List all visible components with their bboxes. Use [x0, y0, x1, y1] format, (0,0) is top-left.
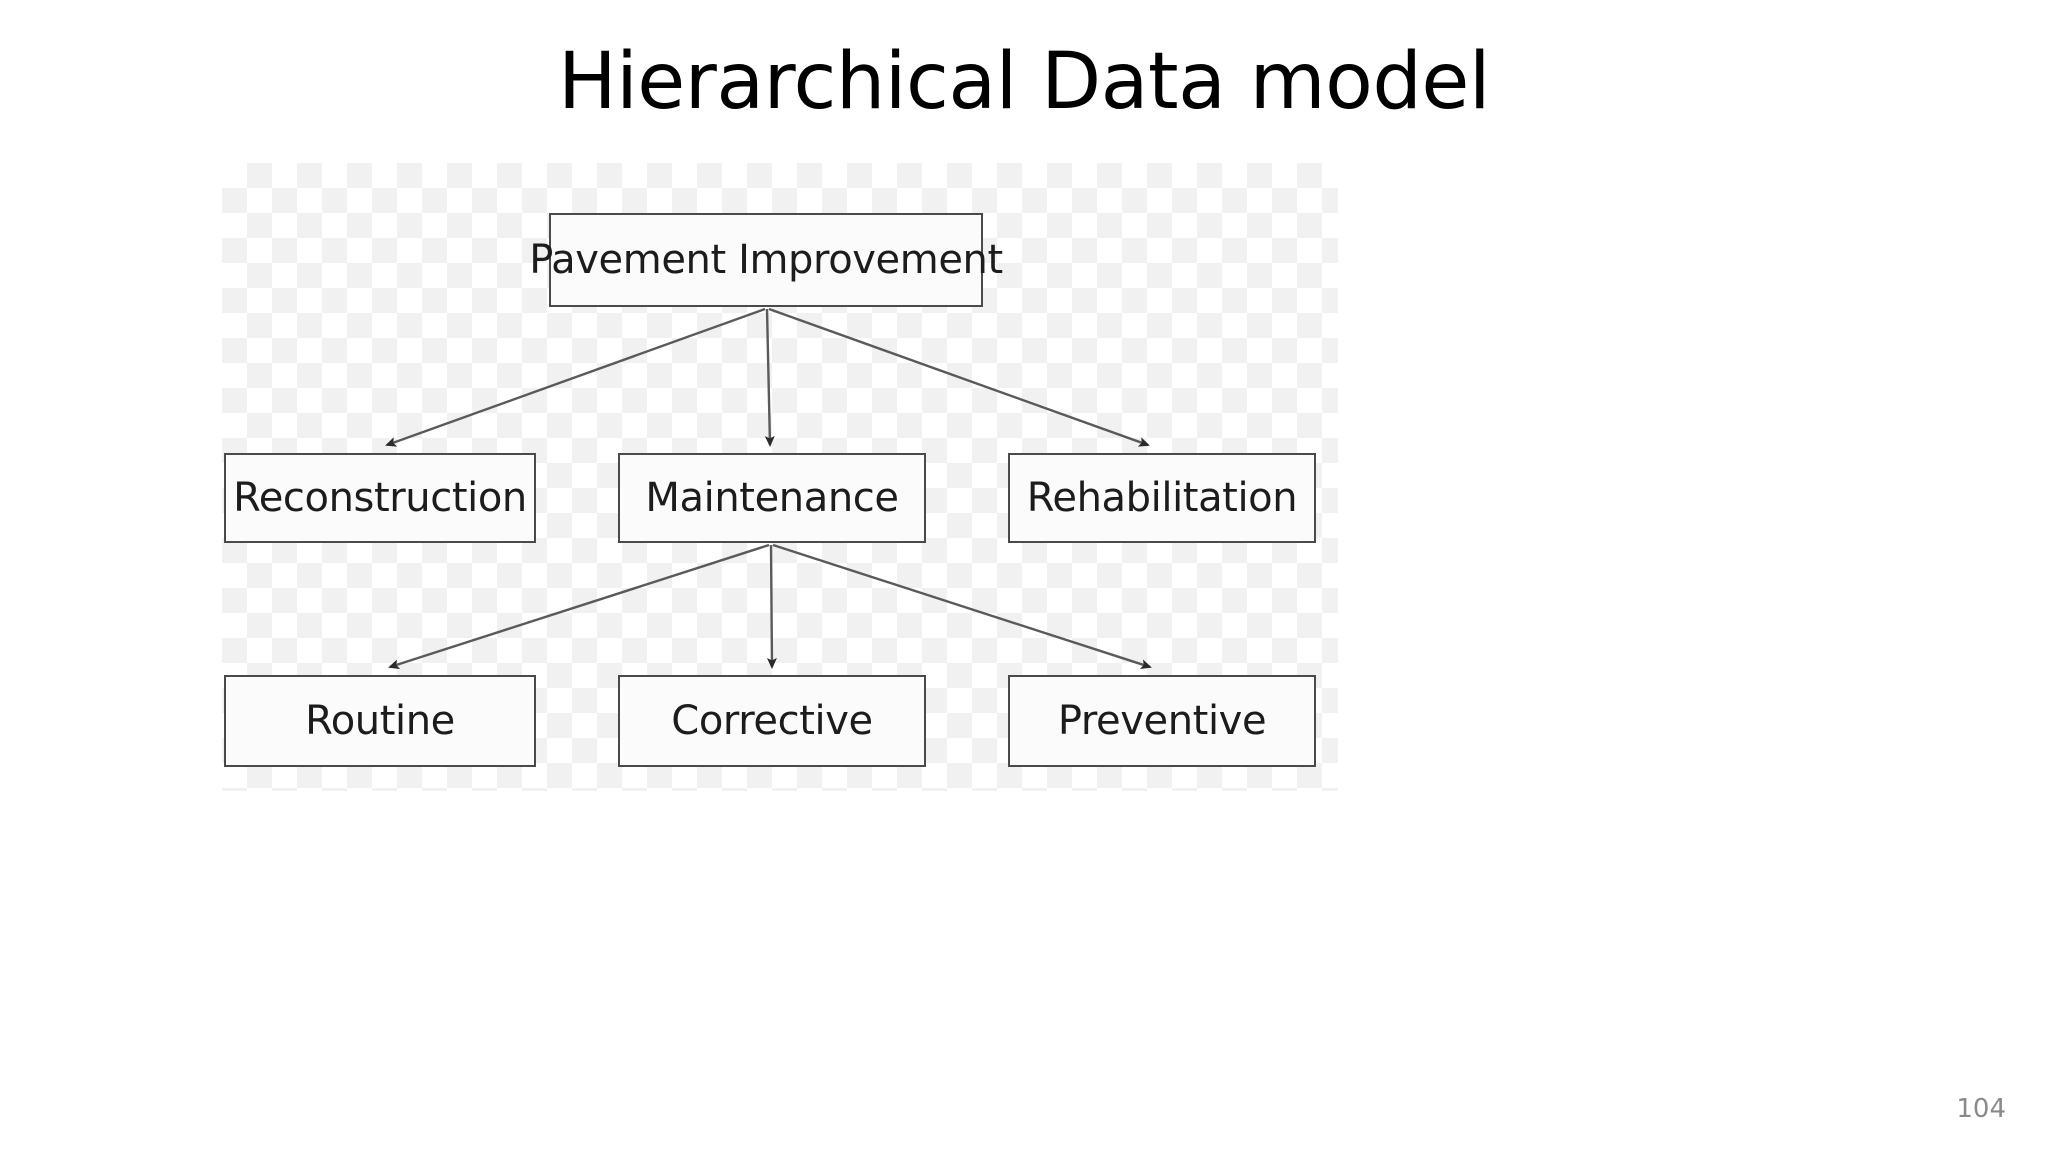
- node-routine: Routine: [224, 675, 536, 767]
- edge-maintenance-to-preventive: [772, 543, 1152, 669]
- node-rehabilitation: Rehabilitation: [1008, 453, 1316, 543]
- edge-root-to-reconstruction: [385, 307, 766, 447]
- diagram-edges: [385, 307, 1152, 670]
- edge-maintenance-to-corrective: [766, 544, 777, 669]
- edge-root-to-maintenance: [764, 308, 775, 447]
- page-title: Hierarchical Data model: [557, 37, 1491, 127]
- slide-page-number: 104: [1956, 1094, 2006, 1124]
- node-pavement-improvement: Pavement Improvement: [529, 213, 1003, 307]
- edge-root-to-rehabilitation: [768, 307, 1150, 447]
- node-preventive: Preventive: [1008, 675, 1316, 767]
- diagram-image: Pavement Improvement Reconstruction Main…: [222, 163, 1338, 791]
- edge-maintenance-to-routine: [388, 543, 770, 670]
- node-reconstruction: Reconstruction: [224, 453, 536, 543]
- node-corrective: Corrective: [618, 675, 926, 767]
- node-maintenance: Maintenance: [618, 453, 926, 543]
